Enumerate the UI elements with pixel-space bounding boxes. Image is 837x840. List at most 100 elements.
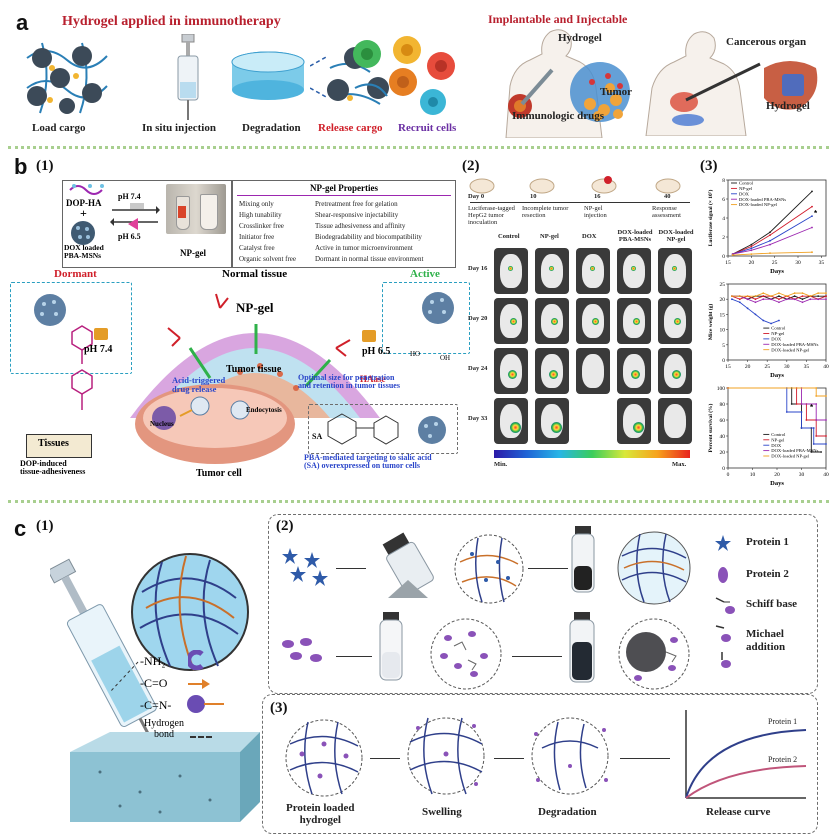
x-axis-label: Days [770,480,784,487]
scale-max-label: Max. [672,461,687,468]
legend-protein1-icon [715,535,731,551]
label-ho: HO [410,350,421,358]
swelling-circle [407,717,485,795]
panel-c3-label: (3) [270,700,288,716]
mouse-image [617,398,651,444]
data-point [801,301,804,304]
x-tick-label: 0 [727,472,730,478]
data-point [731,254,734,256]
arrow-c2-3 [336,656,372,657]
label-dop-induced: DOP-induced tissue-adhesiveness [20,459,86,477]
data-point [750,247,753,250]
y-tick-label: 5 [722,343,725,349]
label-sa: SA [312,432,323,441]
significance-star: * [814,209,818,218]
x-axis-label: Days [770,372,784,379]
step-recruit-cells: Recruit cells [398,122,457,134]
legend-label: Control [739,181,754,186]
timeline-axis [470,202,690,203]
group-header-3: DOX-loaded PBA-MSNs [617,229,653,243]
data-point [811,215,813,217]
label-ph74-dormant: pH 7.4 [84,344,113,355]
protein2-ellipses [282,638,322,662]
legend-label: DOX-loaded PBA-MSNs [739,197,786,202]
y-tick-label: 40 [720,434,726,440]
timeline-day40: 40 [664,193,671,200]
group-header-0: Control [498,233,520,240]
data-point [811,251,813,254]
data-point [731,295,733,298]
legend-label: DOX-loaded PBA-MSNs [771,448,818,453]
label-dop-ha: DOP-HA [66,198,102,208]
timeline-day10: 10 [530,193,537,200]
data-point [785,411,788,413]
prop-right-5: Dormant in normal tissue environment [315,255,424,263]
dormant-particle-icon [34,294,66,326]
data-point [785,295,788,298]
y-tick-label: 15 [720,312,726,318]
imaging-grid [494,248,700,448]
label-acid-release: Acid-triggered drug release [172,375,226,394]
mouse-image [494,398,528,444]
data-point [825,298,827,301]
mouse-image [535,398,569,444]
x-tick-label: 35 [804,364,810,370]
cargo-gel-illustration [26,42,108,114]
data-point [825,435,827,437]
timeline-day0: Day 0 [468,193,485,200]
data-point [809,295,812,298]
data-point [762,319,765,322]
legend-michael-label: Michael addition [746,628,786,653]
data-point [790,403,793,405]
arrow-c3-1 [370,758,400,759]
data-point [778,295,780,298]
mouse-image [576,348,610,394]
label-hbond: Hydrogen bond [144,718,184,740]
legend-protein1-label: Protein 1 [746,536,789,548]
scale-min-label: Min. [494,461,508,468]
label-tumor-cell: Tumor cell [196,468,242,479]
mouse-image [576,298,610,344]
legend-schiff-base-icon [715,597,735,614]
mouse-image [535,348,569,394]
data-point [769,239,771,242]
tissues-box [26,434,92,458]
series-line [732,206,813,255]
data-point [815,403,818,405]
y-tick-label: 60 [720,418,726,424]
prop-right-3: Biodegradability and biocompatibility [315,233,422,241]
nh2-icon [188,650,204,670]
label-np-gel-photo: NP-gel [180,248,206,258]
step-release-cargo: Release cargo [318,122,383,134]
data-point [746,298,749,301]
data-point [815,387,818,389]
panel-a-letter: a [16,10,29,35]
y-tick-label: 20 [720,450,726,456]
row-label-day20: Day 20 [468,315,488,322]
data-point [817,298,820,301]
dormant-box [10,282,132,374]
label-optimal-size: Optimal size for penetration and retenti… [298,373,400,391]
msn-particle-icon [71,221,95,245]
panel-b1-label: (1) [36,158,54,174]
series-line [728,387,826,437]
properties-title: NP-gel Properties [309,183,379,193]
prop-left-2: Crosslinker free [239,222,284,230]
label-ph65-top: pH 6.5 [118,232,141,241]
data-point [811,205,813,208]
mouse-image [494,348,528,394]
legend-schiff-base-label: Schiff base [746,598,798,610]
prop-left-1: High tunability [239,211,282,219]
separator-a-b [8,146,829,149]
legend-label: DOX [771,336,782,341]
unlock-icon [362,330,376,342]
data-point [801,298,804,301]
protein2-gel-circle [618,618,690,690]
data-point [769,243,771,246]
hbond-dash [190,736,212,738]
ph-switch-arrows [110,203,160,230]
label-np-gel-layer: NP-gel [236,300,274,315]
data-point [727,387,729,389]
panel-c: c (1) -NH₂ -C=O -C=N- Hydrogen bond (2) [0,504,837,840]
